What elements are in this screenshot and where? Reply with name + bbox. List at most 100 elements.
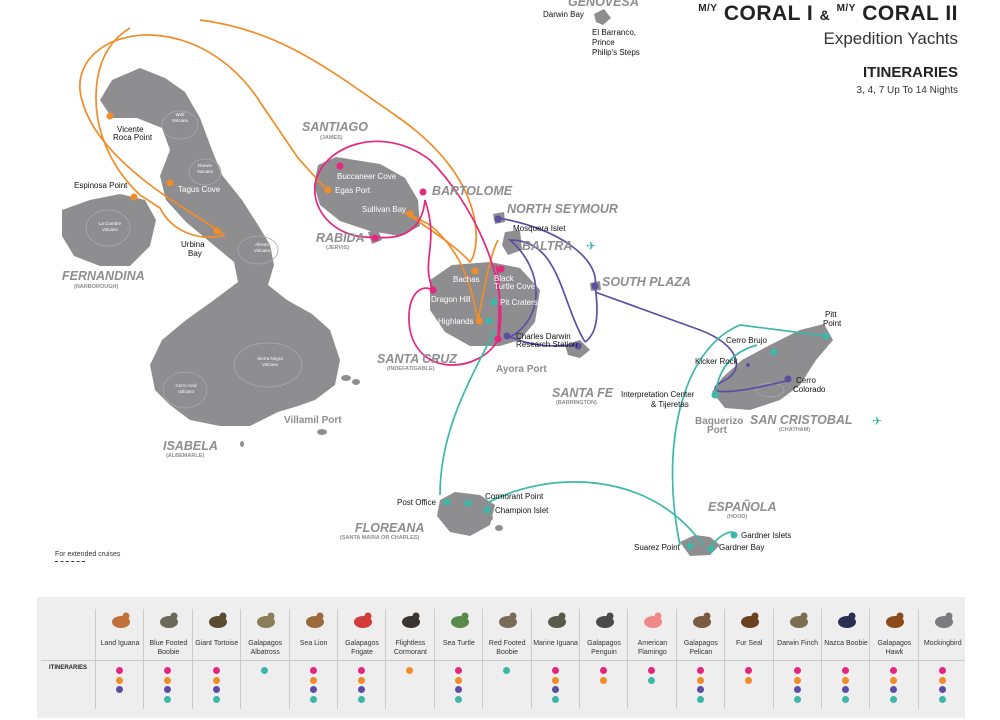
itinerary-dot-teal	[648, 676, 656, 684]
svg-text:Interpretation Center: Interpretation Center	[621, 390, 695, 399]
legend-extended-cruises: For extended cruises	[55, 551, 121, 558]
svg-text:Dragon Hill: Dragon Hill	[431, 295, 471, 304]
itinerary-dot-teal	[890, 695, 898, 703]
animal-name: Galapagos Pelican	[683, 640, 718, 656]
itinerary-dot-purple	[164, 686, 172, 694]
animal-column: Sea Turtle	[433, 609, 483, 709]
itinerary-dot-magenta	[696, 667, 704, 674]
itinerary-dot-teal	[212, 695, 220, 703]
genovesa-island	[594, 9, 611, 25]
itinerary-dot-orange	[309, 676, 317, 684]
penguin-icon	[596, 612, 614, 628]
itinerary-dot-magenta	[212, 667, 220, 674]
itinerary-dot-magenta	[938, 667, 946, 674]
animal-name: Galapagos Hawk	[877, 640, 912, 656]
itinerary-dot-magenta	[116, 667, 123, 674]
route-purple	[497, 217, 791, 393]
animal-column: Nazca Boobie	[821, 609, 870, 709]
route-magenta	[314, 140, 502, 366]
animal-column: Red Footed Boobie	[482, 609, 531, 709]
itinerary-dot-purple	[938, 686, 946, 694]
animal-name: Blue Footed Boobie	[149, 640, 188, 656]
svg-text:Bay: Bay	[188, 249, 202, 258]
island-alt-label: (HOOD)	[727, 514, 747, 520]
animal-column: Galapagos Albatross	[240, 609, 289, 709]
giant-tortoise-icon	[208, 612, 227, 628]
san-cristobal-island	[712, 324, 833, 410]
itinerary-dot-magenta	[309, 667, 317, 674]
island-alt-label: (SANTA MARIA OR CHARLES)	[340, 535, 419, 541]
itinerary-dot-teal	[696, 695, 704, 703]
itinerary-dot-teal	[842, 695, 849, 703]
espanola-island	[680, 535, 720, 556]
itinerary-dot-teal	[309, 695, 317, 703]
section-title: ITINERARIES	[862, 64, 958, 81]
itinerary-dot-orange	[696, 676, 704, 684]
animal-name: Giant Tortoise	[195, 640, 239, 647]
nazca-boobie-icon	[838, 612, 856, 628]
island-label: BALTRA	[522, 239, 572, 253]
itinerary-dot-orange	[164, 676, 172, 684]
sea-turtle-icon	[450, 612, 469, 628]
svg-text:Villamil Port: Villamil Port	[284, 415, 342, 426]
itinerary-dot-orange	[454, 676, 462, 684]
animal-name: Land Iguana	[100, 640, 140, 647]
itinerary-dot-orange	[890, 676, 898, 684]
animal-name: Darwin Finch	[777, 640, 819, 647]
svg-text:Roca Point: Roca Point	[113, 133, 153, 142]
site-dots	[106, 112, 830, 553]
svg-text:Sierra Negra: Sierra Negra	[257, 356, 283, 361]
itinerary-dot-teal	[261, 667, 269, 674]
svg-text:Vicente: Vicente	[117, 125, 144, 134]
island-label: ESPAÑOLA	[708, 499, 777, 514]
itinerary-dot-orange	[116, 676, 123, 684]
darwin-finch-icon	[789, 612, 808, 628]
wildlife-table: ITINERARIES Land Iguana Blue Footed Boobi…	[37, 597, 965, 718]
land-iguana-icon	[112, 612, 130, 628]
svg-text:Baquerizo: Baquerizo	[695, 416, 743, 427]
island-alt-label: (BARRINGTON)	[556, 400, 597, 406]
svg-text:Kicker Rock: Kicker Rock	[695, 357, 739, 366]
mockingbird-icon	[934, 612, 953, 628]
svg-text:Sullivan Bay: Sullivan Bay	[362, 205, 406, 214]
svg-text:Tagus Cove: Tagus Cove	[178, 185, 221, 194]
svg-text:Point: Point	[823, 319, 842, 328]
animal-column: Darwin Finch	[772, 609, 822, 709]
svg-text:El Barranco,: El Barranco,	[592, 28, 636, 37]
itinerary-dot-magenta	[648, 667, 656, 674]
svg-text:Research Station: Research Station	[516, 340, 577, 349]
svg-text:Wolf: Wolf	[176, 112, 186, 117]
itinerary-dot-magenta	[164, 667, 172, 674]
svg-text:Charles Darwin: Charles Darwin	[516, 332, 571, 341]
itinerary-dot-teal	[938, 695, 946, 703]
itineraries-row-label: ITINERARIES	[49, 665, 88, 671]
albatross-icon	[257, 612, 276, 628]
animal-name: Galapagos Penguin	[587, 640, 621, 656]
itinerary-dot-orange	[406, 667, 414, 674]
svg-text:Volcano: Volcano	[197, 169, 214, 174]
svg-text:& Tijeretas: & Tijeretas	[651, 400, 689, 409]
animal-name: Red Footed Boobie	[488, 640, 526, 656]
itinerary-dot-purple	[842, 686, 849, 694]
fur-seal-icon	[741, 612, 760, 628]
svg-text:Philip's Steps: Philip's Steps	[592, 48, 640, 57]
itinerary-dot-orange	[358, 676, 365, 684]
itinerary-dot-teal	[454, 695, 462, 703]
pelican-icon	[692, 612, 711, 628]
island-label: RABIDA	[316, 231, 365, 245]
sea-lion-icon	[305, 612, 324, 628]
animal-name: Marine Iguana	[533, 640, 578, 647]
island-alt-label: (ALBEMARLE)	[166, 453, 204, 459]
svg-text:Gardner Islets: Gardner Islets	[741, 531, 791, 540]
itinerary-dot-orange	[600, 676, 607, 684]
animal-name: Mockingbird	[923, 640, 962, 647]
animal-column: Mockingbird	[917, 609, 967, 709]
fernandina-island	[62, 194, 156, 266]
island-label: SANTA FE	[552, 386, 614, 400]
svg-text:Port: Port	[707, 425, 728, 436]
itinerary-dot-orange	[212, 676, 220, 684]
itinerary-dot-purple	[454, 686, 462, 694]
animal-name: American Flamingo	[637, 640, 668, 656]
floreana-island	[437, 492, 495, 536]
svg-text:Cerro: Cerro	[796, 376, 817, 385]
